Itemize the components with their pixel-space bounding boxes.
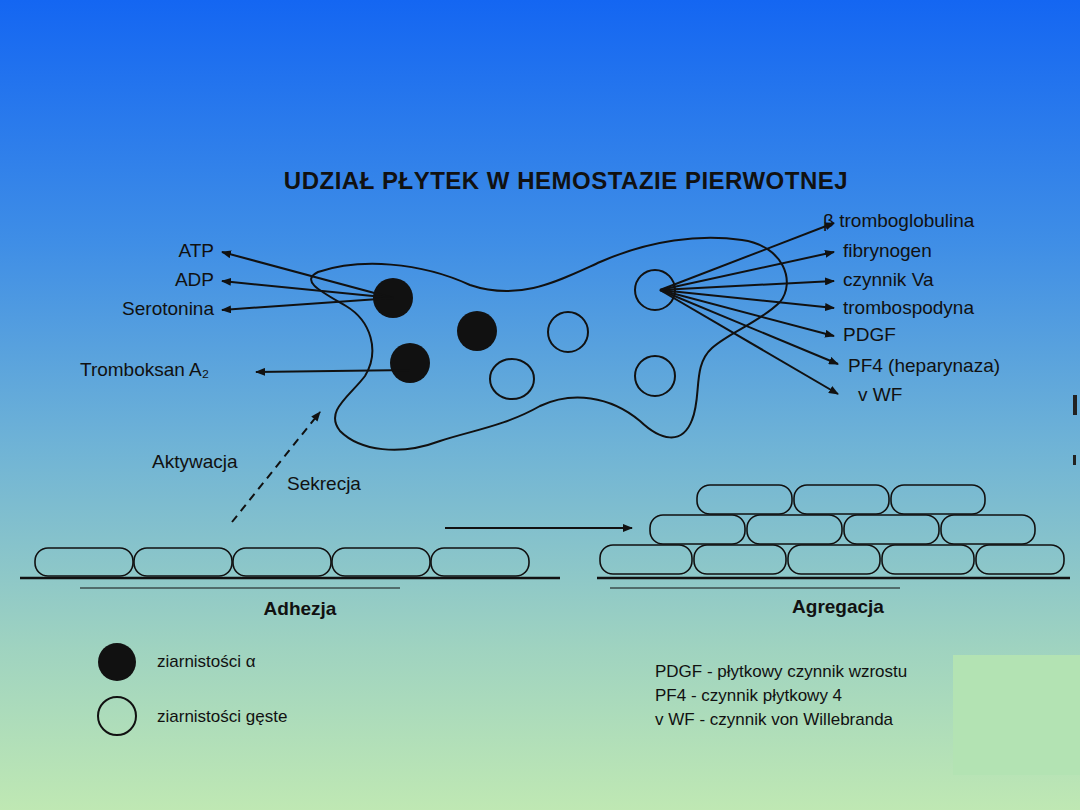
corner-panel: [953, 655, 1080, 775]
legend-text: ziarnistości α: [157, 653, 256, 672]
aggregated-platelets: [600, 485, 1064, 574]
released-substance: Tromboksan A₂: [80, 360, 209, 381]
abbreviation-note: PF4 - czynnik płytkowy 4: [655, 687, 842, 706]
adhered-platelets: [35, 548, 529, 576]
release-arrows: [222, 223, 838, 394]
process-label: Sekrecja: [287, 474, 361, 495]
released-substance: β tromboglobulina: [823, 211, 974, 232]
vessel-wall: [597, 578, 1070, 588]
abbreviation-note: v WF - czynnik von Willebranda: [655, 711, 893, 730]
process-arrow: [445, 527, 632, 529]
stage-label: Adhezja: [264, 599, 337, 620]
diagram-title: UDZIAŁ PŁYTEK W HEMOSTAZIE PIERWOTNEJ: [284, 168, 848, 194]
edge-mark: [1073, 395, 1077, 415]
released-substance: PF4 (heparynaza): [848, 356, 1000, 377]
stage-label: Agregacja: [792, 597, 884, 618]
process-label: Aktywacja: [152, 452, 238, 473]
released-substance: ATP: [178, 241, 214, 262]
edge-mark: [1073, 455, 1076, 465]
legend-sample-dense: [98, 697, 136, 735]
activation-arrow: [232, 412, 320, 522]
released-substance: trombospodyna: [843, 298, 974, 319]
released-substance: PDGF: [843, 325, 896, 346]
abbreviation-note: PDGF - płytkowy czynnik wzrostu: [655, 663, 907, 682]
released-substance: fibrynogen: [843, 241, 932, 262]
legend-text: ziarnistości gęste: [157, 708, 287, 727]
alpha-granules: [373, 278, 497, 383]
released-substance: czynnik Va: [843, 270, 933, 291]
released-substance: ADP: [175, 270, 214, 291]
released-substance: v WF: [858, 385, 902, 406]
released-substance: Serotonina: [122, 299, 214, 320]
dense-granules: [490, 270, 675, 399]
vessel-wall: [20, 578, 560, 588]
legend-sample-alpha: [98, 643, 136, 681]
